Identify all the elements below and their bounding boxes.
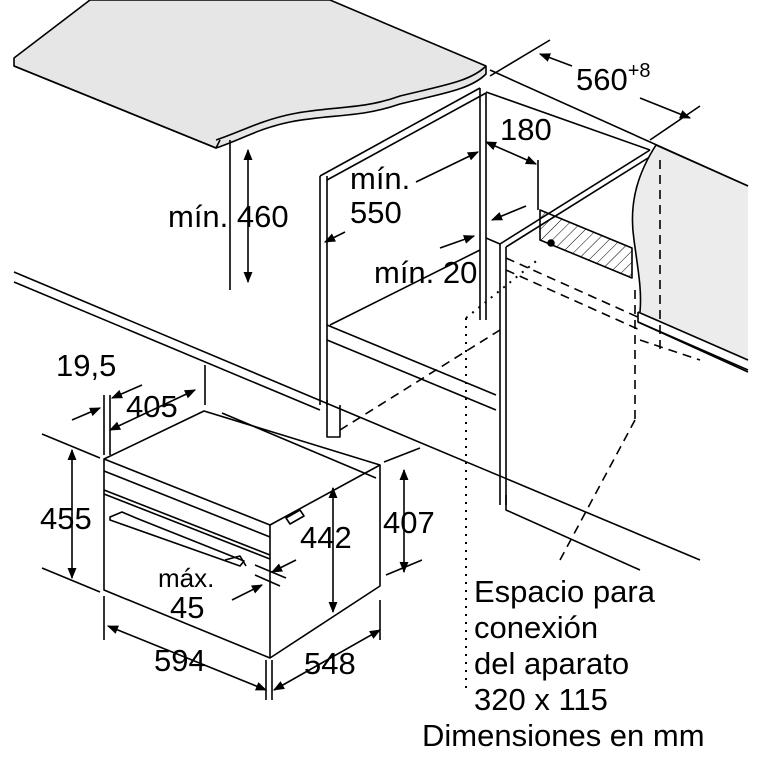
socket-dot bbox=[547, 239, 555, 247]
cabinet-leg bbox=[326, 400, 341, 438]
dimension-lines bbox=[41, 39, 701, 700]
dim-total-height: 455 bbox=[40, 501, 92, 536]
floor-line bbox=[13, 271, 701, 561]
oven-unit bbox=[103, 410, 381, 659]
dim-min-gap: mín. 20 bbox=[374, 255, 478, 290]
units-note: Dimensiones en mm bbox=[422, 718, 705, 753]
dim-body-height: 442 bbox=[300, 520, 352, 555]
dim-top-depth: 405 bbox=[126, 389, 178, 424]
socket-area-hatch bbox=[539, 209, 633, 279]
dim-front-overlap: 19,5 bbox=[56, 348, 117, 383]
dim-min-depth-label: mín. bbox=[350, 161, 411, 196]
dim-niche-width: 560+8 bbox=[576, 61, 651, 97]
niche-width-value: 560 bbox=[576, 62, 628, 97]
dim-max-value: 45 bbox=[170, 590, 205, 625]
connection-space-line3: del aparato bbox=[474, 646, 630, 681]
dim-side-height: 407 bbox=[383, 505, 435, 540]
connection-space-line2: conexión bbox=[474, 610, 599, 645]
upper-cabinet-panel bbox=[319, 87, 497, 411]
connection-space-size: 320 x 115 bbox=[474, 682, 608, 717]
dim-min-height: mín. 460 bbox=[168, 199, 289, 234]
connection-space-line1: Espacio para bbox=[474, 574, 655, 609]
niche-width-tolerance: +8 bbox=[627, 60, 651, 82]
dim-max-label: máx. bbox=[158, 563, 215, 593]
left-countertop bbox=[13, 0, 487, 149]
dim-socket-offset: 180 bbox=[500, 112, 552, 147]
dim-total-depth: 548 bbox=[304, 646, 356, 681]
niche-dashed-outline bbox=[339, 160, 701, 561]
right-side-panel bbox=[631, 144, 749, 373]
dim-min-depth-value: 550 bbox=[350, 195, 402, 230]
connection-space-dotted bbox=[465, 257, 541, 690]
dim-total-width: 594 bbox=[154, 643, 206, 678]
